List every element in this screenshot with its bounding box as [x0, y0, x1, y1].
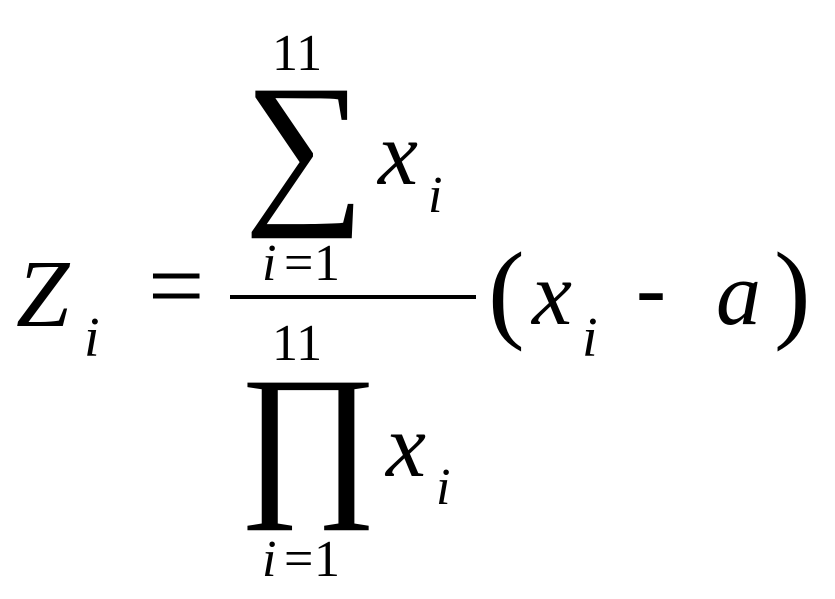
- equals-sign: =: [148, 230, 205, 341]
- fraction-bar: [230, 295, 476, 299]
- sum-upper-limit: 11: [272, 25, 323, 82]
- factor-term: x: [532, 245, 572, 344]
- prod-operator: ∏: [238, 343, 378, 531]
- sum-lower-eq: =: [284, 235, 314, 292]
- minus-sign: -: [636, 239, 666, 338]
- lhs-subscript: i: [84, 307, 100, 369]
- prod-term-subscript: i: [436, 459, 451, 516]
- factor-constant: a: [716, 245, 761, 344]
- sum-term-subscript: i: [428, 167, 443, 224]
- open-paren: (: [488, 230, 525, 352]
- prod-lower-eq: =: [284, 531, 314, 588]
- prod-lower-start: 1: [314, 531, 340, 588]
- prod-term: x: [386, 397, 426, 496]
- sum-lower-start: 1: [314, 235, 340, 292]
- prod-lower-index: i: [262, 531, 277, 588]
- sum-term: x: [378, 105, 418, 204]
- sum-operator: ∑: [244, 51, 366, 239]
- sum-lower-index: i: [262, 235, 277, 292]
- factor-term-subscript: i: [582, 307, 598, 369]
- lhs-symbol: Z: [16, 240, 70, 347]
- prod-upper-limit: 11: [272, 315, 323, 372]
- close-paren: ): [774, 230, 811, 352]
